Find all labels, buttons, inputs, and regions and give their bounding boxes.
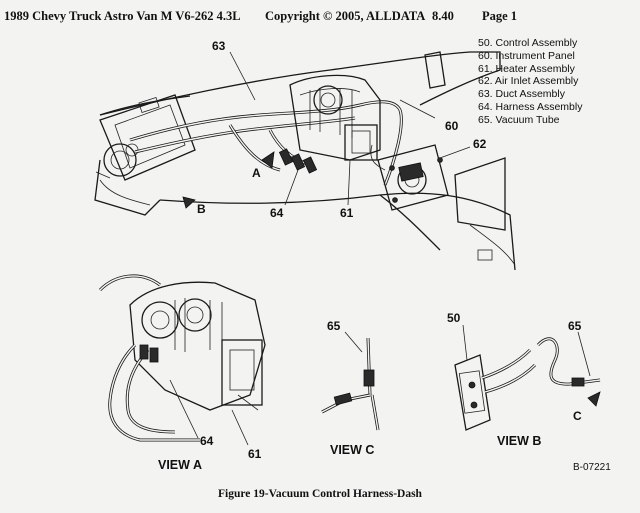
drawing-reference-number: B-07221 <box>573 462 611 473</box>
copyright-notice: Copyright © 2005, ALLDATA <box>265 9 426 23</box>
leader-lines <box>229 51 471 206</box>
view-b-drawing <box>454 324 601 431</box>
legend-item: 64. Harness Assembly <box>478 100 583 113</box>
callout-64-view-a: 64 <box>200 434 214 448</box>
legend-item: 60. Instrument Panel <box>478 49 575 62</box>
document-title: 1989 Chevy Truck Astro Van M V6-262 4.3L <box>4 9 241 23</box>
callout-61-view-a: 61 <box>248 447 262 461</box>
callout-63-main: 63 <box>212 39 226 53</box>
view-c-drawing <box>321 331 380 431</box>
version-number: 8.40 <box>432 9 454 23</box>
parts-legend: 50. Control Assembly 60. Instrument Pane… <box>478 37 582 127</box>
legend-item: 61. Heater Assembly <box>478 62 575 75</box>
legend-item: 50. Control Assembly <box>478 37 578 49</box>
view-arrow-a-label: A <box>252 166 261 180</box>
figure-caption: Figure 19-Vacuum Control Harness-Dash <box>218 488 422 500</box>
callout-50: 50 <box>447 311 461 325</box>
legend-item: 65. Vacuum Tube <box>478 113 560 126</box>
callout-61-main: 61 <box>340 206 354 220</box>
callout-64-main: 64 <box>270 206 284 220</box>
legend-item: 63. Duct Assembly <box>478 88 565 101</box>
callout-65-view-c: 65 <box>327 319 341 333</box>
callout-60: 60 <box>445 119 459 133</box>
view-arrow-c-label: C <box>573 409 582 423</box>
view-a-label: VIEW A <box>158 458 202 472</box>
view-a-drawing <box>98 274 266 446</box>
page-number: Page 1 <box>482 9 518 23</box>
view-c-label: VIEW C <box>330 443 374 457</box>
dash-assembly-drawing <box>94 51 516 271</box>
callout-62: 62 <box>473 137 487 151</box>
legend-item: 62. Air Inlet Assembly <box>478 75 579 88</box>
view-arrow-b-label: B <box>197 202 206 216</box>
callout-65-view-b: 65 <box>568 319 582 333</box>
view-b-label: VIEW B <box>497 434 541 448</box>
